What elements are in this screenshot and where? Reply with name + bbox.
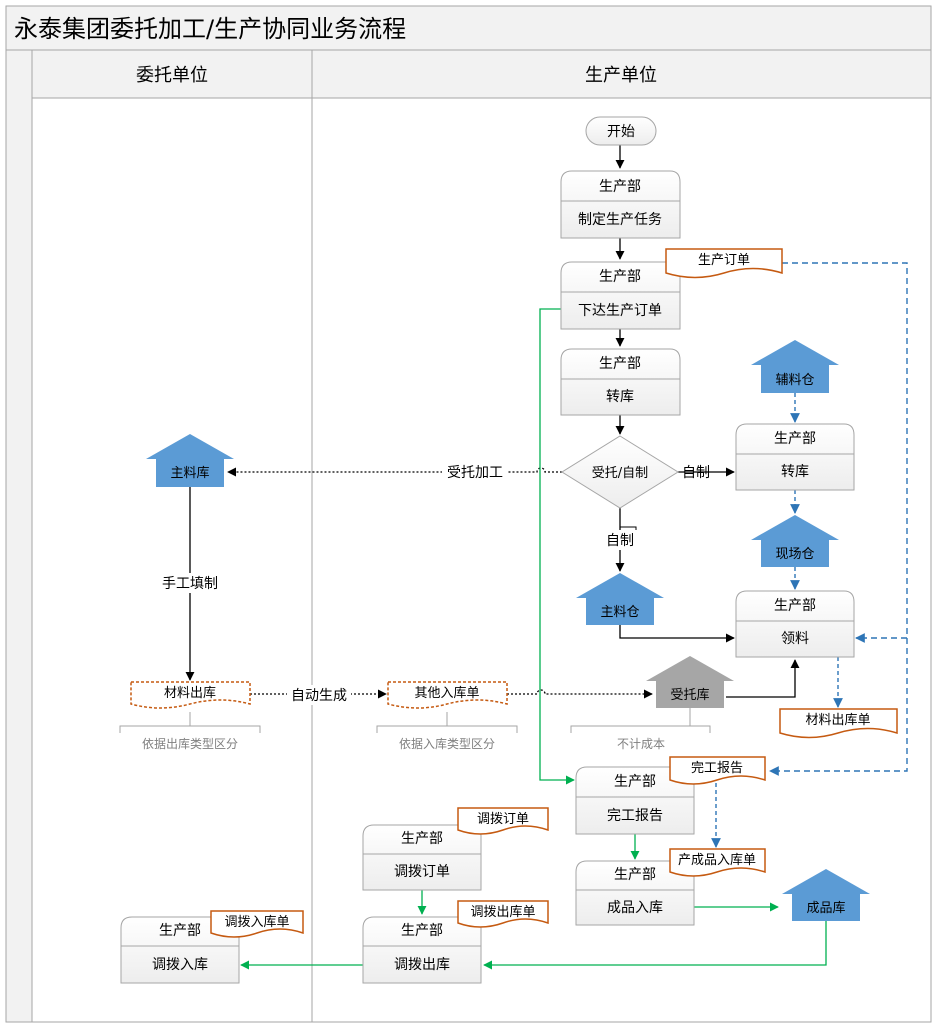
note-right: 不计成本: [570, 708, 711, 751]
task-transfer-1-action: 转库: [606, 389, 634, 405]
task-alloc-in: 生产部 调拨入库: [120, 916, 240, 984]
note-right-text: 不计成本: [617, 737, 665, 751]
page-title: 永泰集团委托加工/生产协同业务流程: [14, 15, 406, 43]
edge-label-self-down: 自制: [606, 533, 634, 549]
task-pick-dept: 生产部: [774, 598, 816, 614]
task-alloc-order-action: 调拨订单: [394, 864, 450, 880]
doc-prod-order-label: 生产订单: [698, 253, 750, 268]
start-node: 开始: [585, 116, 657, 146]
note-middle: 依据入库类型区分: [376, 712, 518, 751]
doc-complete-report-label: 完工报告: [691, 761, 743, 776]
edge-other-in-to-trust: [507, 689, 653, 699]
note-left-text: 依据出库类型区分: [142, 736, 238, 751]
warehouse-trust: 受托库: [646, 656, 734, 708]
edge-mainwh-to-pick: [619, 622, 735, 643]
task-alloc-order: 生产部 调拨订单: [362, 824, 482, 891]
edge-order-doc-to-complete: [769, 638, 908, 776]
edge-entrust: [227, 467, 562, 477]
warehouse-site: 现场仓: [751, 515, 839, 567]
task-complete-action: 完工报告: [607, 808, 663, 824]
edge-label-manual: 手工填制: [162, 576, 218, 592]
doc-alloc-out-label: 调拨出库单: [470, 904, 535, 920]
doc-alloc-in: 调拨入库单: [210, 910, 304, 938]
lane-header-right: 生产单位: [585, 65, 657, 86]
warehouse-finished: 成品库: [782, 869, 870, 921]
task-plan-dept: 生产部: [599, 179, 641, 195]
warehouse-site-label: 现场仓: [775, 547, 814, 562]
task-transfer-2-action: 转库: [781, 464, 809, 480]
doc-other-in: 其他入库单: [387, 681, 508, 709]
task-order-dept: 生产部: [599, 269, 641, 285]
doc-prod-order: 生产订单: [665, 248, 783, 279]
warehouse-main-left-label: 主料库: [170, 465, 209, 481]
task-alloc-out: 生产部 调拨出库: [362, 916, 482, 984]
task-alloc-in-action: 调拨入库: [152, 957, 208, 973]
task-plan: 生产部 制定生产任务: [560, 170, 681, 239]
doc-mat-out-left: 材料出库: [130, 681, 251, 709]
doc-complete-report: 完工报告: [669, 756, 766, 785]
doc-alloc-order: 调拨订单: [457, 807, 549, 835]
edge-label-self-right: 自制: [682, 465, 710, 481]
task-pick: 生产部 领料: [735, 590, 855, 658]
doc-finished-in: 产成品入库单: [669, 848, 766, 877]
task-transfer-2-dept: 生产部: [774, 431, 816, 447]
task-pick-action: 领料: [781, 631, 809, 647]
warehouse-finished-label: 成品库: [806, 900, 845, 916]
task-finished-in: 生产部 成品入库: [575, 860, 695, 926]
task-alloc-in-dept: 生产部: [159, 923, 201, 939]
warehouse-main-left: 主料库: [146, 434, 234, 487]
warehouse-main-right-label: 主料仓: [600, 605, 639, 620]
warehouse-aux-label: 辅料仓: [775, 373, 814, 388]
note-middle-text: 依据入库类型区分: [399, 736, 495, 751]
edge-order-to-complete: [539, 308, 575, 785]
doc-alloc-in-label: 调拨入库单: [224, 914, 289, 930]
edge-label-entrust: 受托加工: [447, 465, 503, 481]
task-alloc-out-dept: 生产部: [401, 923, 443, 939]
edge-wh-to-alloc-out: [483, 921, 827, 970]
warehouse-trust-label: 受托库: [670, 687, 709, 703]
task-order: 生产部 下达生产订单: [560, 261, 681, 330]
doc-mat-out-right-label: 材料出库单: [805, 712, 870, 728]
task-finished-in-dept: 生产部: [614, 867, 656, 883]
lane-header-left: 委托单位: [136, 65, 208, 86]
start-label: 开始: [607, 124, 635, 140]
task-transfer-2: 生产部 转库: [735, 423, 855, 491]
task-transfer-1: 生产部 转库: [560, 348, 681, 416]
doc-finished-in-label: 产成品入库单: [678, 852, 756, 868]
doc-alloc-out: 调拨出库单: [457, 900, 549, 928]
task-order-action: 下达生产订单: [578, 303, 662, 319]
edge-order-doc-to-pick: [782, 262, 908, 643]
task-complete: 生产部 完工报告: [575, 766, 695, 835]
task-alloc-out-action: 调拨出库: [394, 957, 450, 973]
doc-alloc-order-label: 调拨订单: [477, 812, 529, 827]
warehouse-main-right: 主料仓: [576, 573, 664, 625]
task-transfer-1-dept: 生产部: [599, 356, 641, 372]
doc-mat-out-right: 材料出库单: [779, 708, 898, 739]
note-left: 依据出库类型区分: [119, 712, 261, 751]
task-complete-dept: 生产部: [614, 774, 656, 790]
task-plan-action: 制定生产任务: [578, 212, 662, 228]
task-alloc-order-dept: 生产部: [401, 831, 443, 847]
task-finished-in-action: 成品入库: [607, 900, 663, 916]
decision-node: 受托/自制: [561, 435, 679, 509]
warehouse-aux: 辅料仓: [751, 340, 839, 393]
doc-mat-out-left-label: 材料出库: [164, 685, 216, 701]
doc-other-in-label: 其他入库单: [414, 685, 479, 701]
edge-trust-to-pick: [726, 659, 800, 698]
decision-label: 受托/自制: [592, 466, 648, 481]
edge-label-auto: 自动生成: [291, 688, 347, 704]
